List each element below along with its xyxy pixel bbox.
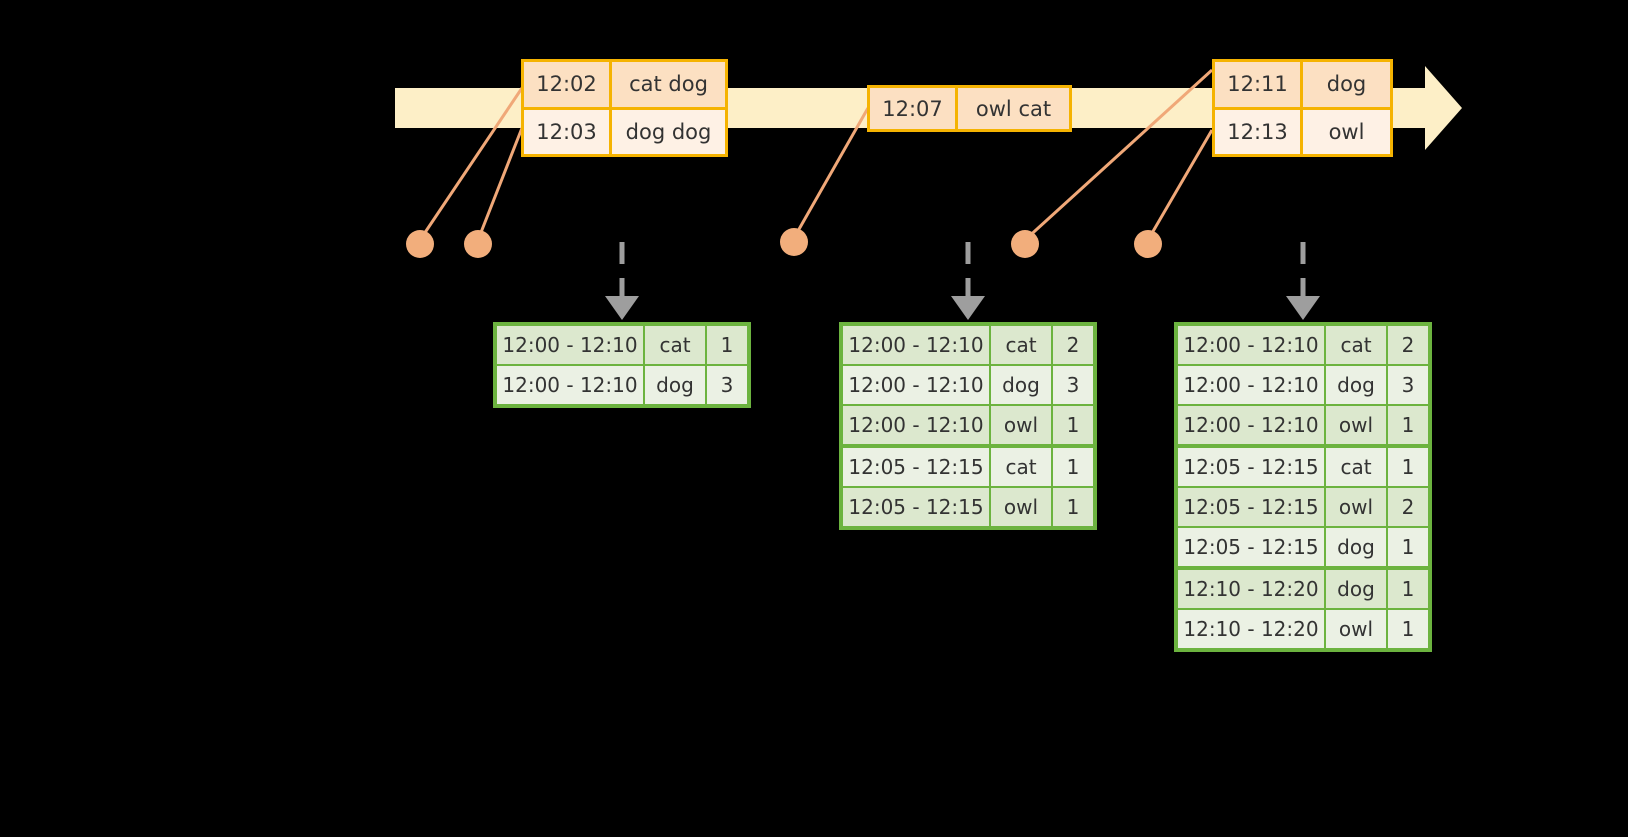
count-cell: 2 bbox=[1388, 488, 1428, 526]
window-cell: 12:00 - 12:10 bbox=[497, 326, 645, 364]
event-words: dog dog bbox=[612, 109, 725, 154]
event-dot-1213 bbox=[1134, 230, 1162, 258]
event-time: 12:13 bbox=[1215, 109, 1303, 154]
event-time: 12:03 bbox=[524, 109, 612, 154]
window-cell: 12:10 - 12:20 bbox=[1178, 570, 1326, 608]
window-cell: 12:00 - 12:10 bbox=[1178, 366, 1326, 404]
count-cell: 2 bbox=[1053, 326, 1093, 364]
event-time: 12:11 bbox=[1215, 62, 1303, 107]
event-words: dog bbox=[1303, 62, 1390, 107]
word-cell: dog bbox=[1326, 570, 1388, 608]
event-words: owl cat bbox=[958, 88, 1069, 129]
word-cell: dog bbox=[1326, 366, 1388, 404]
word-cell: cat bbox=[991, 448, 1053, 486]
connector-1203 bbox=[476, 127, 524, 241]
count-cell: 1 bbox=[1053, 448, 1093, 486]
event-row: 12:11 dog bbox=[1215, 62, 1390, 107]
window-cell: 12:00 - 12:10 bbox=[497, 366, 645, 404]
emit-arrowhead-1 bbox=[605, 296, 639, 320]
event-row: 12:02 cat dog bbox=[524, 62, 725, 107]
word-cell: owl bbox=[1326, 406, 1388, 444]
window-cell: 12:05 - 12:15 bbox=[843, 448, 991, 486]
count-cell: 1 bbox=[1053, 488, 1093, 526]
word-cell: owl bbox=[991, 406, 1053, 444]
event-row: 12:13 owl bbox=[1215, 106, 1390, 154]
window-cell: 12:00 - 12:10 bbox=[843, 326, 991, 364]
event-words: owl bbox=[1303, 109, 1390, 154]
event-time: 12:02 bbox=[524, 62, 612, 107]
connector-lines bbox=[418, 68, 1214, 242]
word-cell: cat bbox=[645, 326, 707, 364]
window-cell: 12:00 - 12:10 bbox=[843, 366, 991, 404]
window-cell: 12:05 - 12:15 bbox=[1178, 528, 1326, 566]
word-cell: dog bbox=[991, 366, 1053, 404]
event-dots bbox=[406, 228, 1162, 258]
connector-1211 bbox=[1023, 68, 1214, 242]
count-cell: 1 bbox=[707, 326, 747, 364]
emit-arrowheads bbox=[605, 296, 1320, 320]
window-cell: 12:05 - 12:15 bbox=[843, 488, 991, 526]
count-cell: 3 bbox=[707, 366, 747, 404]
count-cell: 1 bbox=[1053, 406, 1093, 444]
window-cell: 12:10 - 12:20 bbox=[1178, 610, 1326, 648]
word-cell: owl bbox=[1326, 488, 1388, 526]
window-cell: 12:05 - 12:15 bbox=[1178, 488, 1326, 526]
word-cell: cat bbox=[991, 326, 1053, 364]
count-cell: 2 bbox=[1388, 326, 1428, 364]
event-time: 12:07 bbox=[870, 88, 958, 129]
count-cell: 1 bbox=[1388, 570, 1428, 608]
connector-1213 bbox=[1146, 129, 1214, 241]
word-cell: owl bbox=[1326, 610, 1388, 648]
connector-1202 bbox=[418, 87, 524, 241]
word-cell: dog bbox=[645, 366, 707, 404]
event-row: 12:07 owl cat bbox=[870, 88, 1069, 129]
count-cell: 3 bbox=[1053, 366, 1093, 404]
count-cell: 1 bbox=[1388, 610, 1428, 648]
window-cell: 12:00 - 12:10 bbox=[1178, 406, 1326, 444]
window-cell: 12:05 - 12:15 bbox=[1178, 448, 1326, 486]
event-dot-1211 bbox=[1011, 230, 1039, 258]
word-cell: owl bbox=[991, 488, 1053, 526]
word-cell: cat bbox=[1326, 326, 1388, 364]
count-cell: 3 bbox=[1388, 366, 1428, 404]
window-cell: 12:00 - 12:10 bbox=[1178, 326, 1326, 364]
emit-arrowhead-3 bbox=[1286, 296, 1320, 320]
event-dot-1202 bbox=[406, 230, 434, 258]
event-dot-1207 bbox=[780, 228, 808, 256]
count-cell: 1 bbox=[1388, 406, 1428, 444]
word-cell: cat bbox=[1326, 448, 1388, 486]
emit-arrows bbox=[619, 242, 1306, 298]
event-words: cat dog bbox=[612, 62, 725, 107]
window-cell: 12:00 - 12:10 bbox=[843, 406, 991, 444]
event-box-3: 12:11 dog 12:13 owl bbox=[1212, 59, 1393, 157]
event-box-2: 12:07 owl cat bbox=[867, 85, 1072, 132]
event-box-1: 12:02 cat dog 12:03 dog dog bbox=[521, 59, 728, 157]
event-dot-1203 bbox=[464, 230, 492, 258]
event-row: 12:03 dog dog bbox=[524, 106, 725, 154]
count-cell: 1 bbox=[1388, 448, 1428, 486]
emit-arrowhead-2 bbox=[951, 296, 985, 320]
connector-1207 bbox=[792, 107, 870, 239]
count-cell: 1 bbox=[1388, 528, 1428, 566]
word-cell: dog bbox=[1326, 528, 1388, 566]
